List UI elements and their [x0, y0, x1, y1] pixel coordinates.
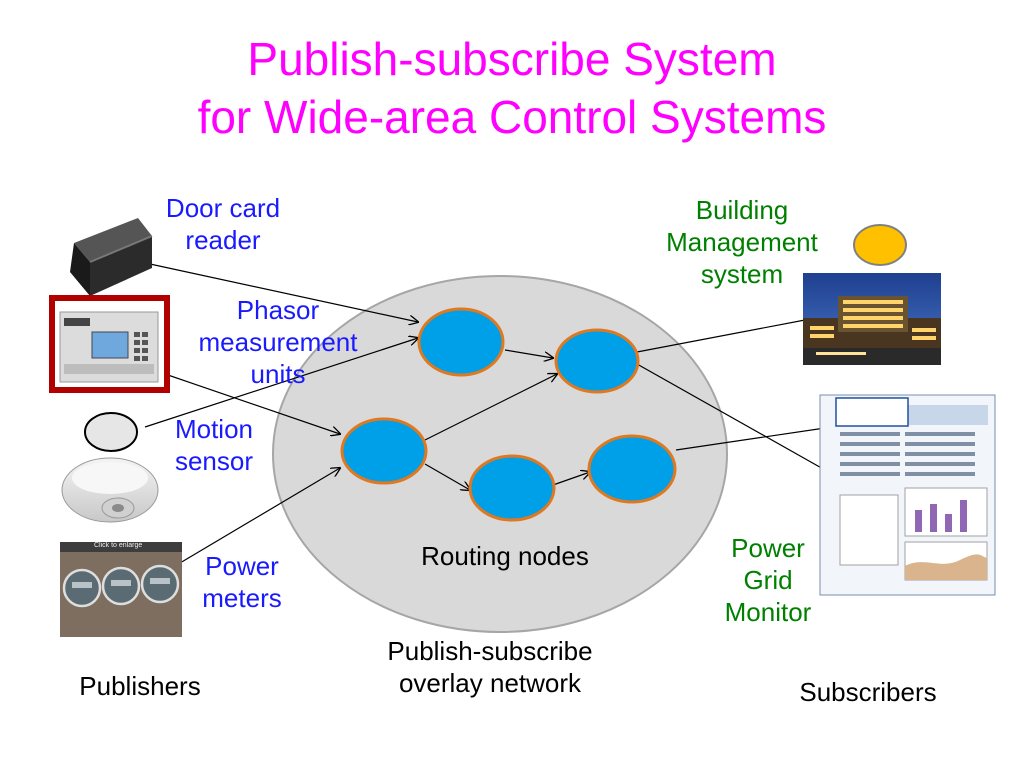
edge-node-a-to-node-b [504, 349, 553, 358]
label-routing-nodes: Routing nodes [421, 541, 589, 571]
edge-node-b-to-monitor [636, 363, 826, 471]
motion-sensor-symbol [84, 412, 138, 452]
label-overlay-line2: overlay network [398, 668, 582, 698]
edge-node-c-to-node-b [424, 374, 557, 441]
label-phasor-line2: measurement [198, 327, 358, 357]
edge-phasor-to-node-c [164, 373, 340, 434]
title-line-1: Publish-subscribe System [247, 33, 777, 85]
connection-lines [144, 263, 826, 564]
label-publishers: Publishers [79, 671, 201, 701]
label-grid-line3: Monitor [724, 597, 812, 627]
building-status-indicator [853, 224, 907, 266]
grid-monitor-screenshot-icon [819, 394, 996, 596]
label-overlay-network: Publish-subscribe overlay network [340, 635, 640, 699]
edge-node-c-to-node-d [424, 463, 470, 490]
label-power-grid-monitor: Power Grid Monitor [696, 532, 840, 628]
edge-motion-to-node-a [144, 338, 418, 428]
label-overlay-line1: Publish-subscribe [387, 636, 593, 666]
edge-node-b-to-building [636, 319, 806, 353]
door-card-reader-icon [70, 218, 153, 296]
title-line-2: for Wide-area Control Systems [197, 91, 827, 143]
label-motion-line1: Motion [174, 414, 254, 444]
label-motion-sensor: Motion sensor [152, 413, 276, 477]
routing-node-b [554, 328, 640, 394]
label-door-card-reader-line2: reader [185, 225, 261, 255]
edge-card-reader-to-node-a [149, 263, 418, 322]
routing-node-c [340, 417, 428, 485]
label-phasor-line3: units [250, 359, 306, 389]
label-door-card-reader-line1: Door card [165, 193, 281, 223]
building-photo-icon [803, 273, 941, 365]
motion-sensor-icon [61, 457, 159, 523]
routing-node-e [587, 434, 677, 504]
label-grid-line1: Power [731, 533, 805, 563]
meter-photo-caption: Click to enlarge [94, 542, 143, 549]
routing-nodes [340, 307, 677, 522]
label-building-line1: Building [695, 195, 789, 225]
label-power-meters: Power meters [178, 550, 306, 614]
edge-node-e-to-monitor [675, 427, 826, 451]
routing-node-a [417, 307, 505, 377]
label-door-card-reader: Door card reader [134, 192, 312, 256]
edge-node-d-to-node-e [552, 472, 590, 486]
label-power-meters-line1: Power [205, 551, 279, 581]
label-building-line2: Management [666, 227, 818, 257]
label-building-line3: system [700, 259, 784, 289]
label-grid-line2: Grid [743, 565, 793, 595]
label-motion-line2: sensor [174, 446, 254, 476]
label-building-management-system: Building Management system [632, 194, 852, 290]
label-power-meters-line2: meters [202, 583, 282, 613]
label-subscribers: Subscribers [799, 677, 937, 707]
routing-node-d [468, 454, 556, 522]
phasor-measurement-unit-icon [49, 295, 170, 393]
slide-title: Publish-subscribe System for Wide-area C… [0, 30, 1024, 146]
edge-meters-to-node-c [179, 468, 340, 564]
label-phasor-line1: Phasor [236, 295, 320, 325]
power-meters-icon [60, 542, 182, 637]
label-phasor-measurement-units: Phasor measurement units [168, 294, 388, 390]
